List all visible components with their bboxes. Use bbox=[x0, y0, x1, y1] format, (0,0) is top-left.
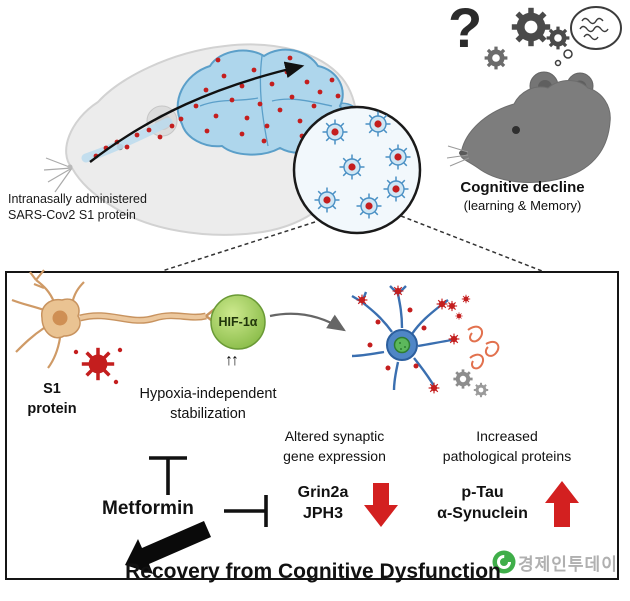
genes-label: Grin2a JPH3 bbox=[297, 484, 349, 522]
gear-icon bbox=[544, 24, 572, 52]
cognitive-title: Cognitive decline bbox=[460, 179, 585, 196]
hif1a-label: HIF-1α bbox=[218, 315, 258, 329]
caption-line2: SARS-Cov2 S1 protein bbox=[8, 208, 136, 222]
intranasal-arrow bbox=[89, 61, 305, 163]
s1-particles bbox=[93, 55, 347, 159]
metformin-label: Metformin bbox=[102, 498, 194, 519]
up-arrow-icon bbox=[545, 481, 579, 527]
hif1a-circle bbox=[210, 294, 266, 350]
increased-proteins-label: Increased pathological proteins bbox=[442, 428, 572, 464]
gear-icon bbox=[512, 8, 550, 46]
protein-tangles bbox=[467, 325, 500, 370]
recovery-title: Recovery from Cognitive Dysfunction bbox=[125, 560, 501, 583]
gear-icon bbox=[452, 368, 474, 390]
watermark-logo-icon bbox=[492, 550, 516, 574]
altered-synaptic-label: Altered synaptic gene expression bbox=[283, 428, 386, 464]
nose bbox=[67, 164, 73, 170]
thought-bubble-icon bbox=[554, 6, 622, 67]
s1-protein-label: S1 protein bbox=[27, 381, 77, 417]
hif-to-microglia-arrow bbox=[269, 312, 346, 332]
neuron-illustration bbox=[11, 269, 217, 369]
gear-icon bbox=[482, 44, 510, 72]
cognitive-mouse-head bbox=[446, 6, 622, 183]
cognitive-subtitle: (learning & Memory) bbox=[463, 198, 582, 213]
eye bbox=[512, 126, 520, 134]
inhibition-tbars bbox=[149, 456, 268, 527]
hypoxia-label: Hypoxia-independent stabilization bbox=[139, 386, 277, 422]
caption-line1: Intranasally administered bbox=[8, 192, 147, 206]
question-mark: ? bbox=[448, 0, 483, 59]
pathological-proteins-label: p-Tau α-Synuclein bbox=[437, 484, 528, 522]
stabilization-up-arrows: ↑↑ bbox=[225, 352, 239, 369]
down-arrow-icon bbox=[364, 483, 398, 527]
pathology-cluster bbox=[446, 294, 500, 399]
intranasal-caption: Intranasally administered SARS-Cov2 S1 p… bbox=[8, 191, 147, 223]
inset-connector-lines bbox=[161, 215, 543, 272]
recovery-arrow-icon bbox=[125, 521, 211, 574]
watermark-text: 경제인투데이 bbox=[518, 555, 618, 574]
s1-protein-illustration bbox=[73, 346, 123, 385]
gear-icon bbox=[472, 381, 490, 399]
nasal-route bbox=[81, 117, 173, 163]
microglia-illustration bbox=[351, 285, 460, 394]
cognitive-decline-label: Cognitive decline (learning & Memory) bbox=[430, 179, 615, 213]
magnifier-inset bbox=[161, 105, 543, 272]
whiskers bbox=[446, 145, 470, 167]
results-panel-border bbox=[5, 271, 619, 580]
